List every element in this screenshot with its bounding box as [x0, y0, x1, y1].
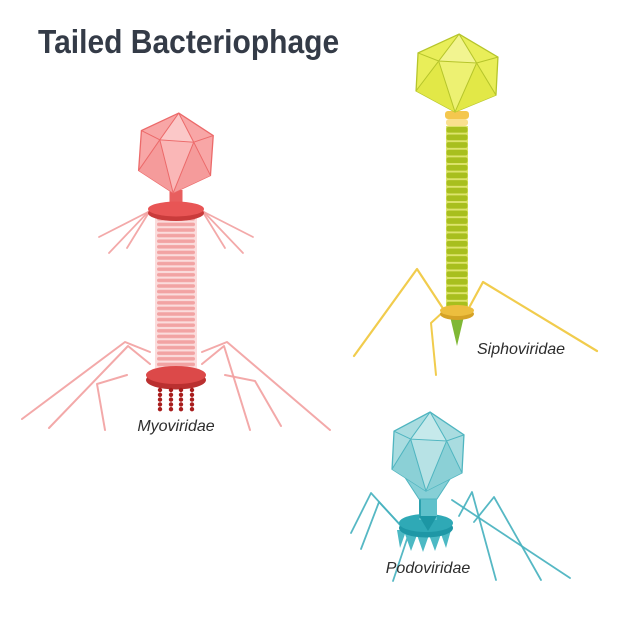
tail-fiber [430, 311, 444, 376]
tail-fiber [21, 341, 151, 420]
collar-band-upper [445, 111, 469, 119]
myoviridae-phage [21, 112, 331, 431]
tail-fiber [98, 210, 151, 238]
tail-fiber [108, 209, 151, 254]
head-facet-lines [391, 411, 465, 492]
tail-fiber [468, 280, 599, 353]
tail-fiber [96, 374, 128, 431]
tail-spikes [157, 387, 195, 416]
tail-fiber [200, 208, 226, 249]
label-podoviridae: Podoviridae [385, 560, 471, 577]
tail-fiber [201, 209, 244, 254]
head-face-top [438, 34, 477, 64]
central-spike [449, 312, 465, 346]
tail-fiber [451, 499, 571, 579]
head-facet-lines [138, 112, 214, 194]
tail-fiber [201, 341, 331, 431]
contractile-sheath [155, 216, 197, 372]
tail-fiber [473, 496, 542, 581]
tail-fiber [350, 492, 403, 534]
siphoviridae-tail-fibers [352, 267, 599, 376]
page-title: Tailed Bacteriophage [38, 24, 340, 61]
head-face-center [410, 439, 447, 491]
tail-fiber [201, 345, 251, 431]
head-face-lower-right [425, 440, 462, 491]
tail-fiber [458, 491, 497, 581]
label-siphoviridae: Siphoviridae [476, 341, 566, 358]
head-face-lower-right [455, 63, 496, 112]
tail-fiber [48, 345, 151, 429]
head-face-lower-left [138, 139, 174, 193]
head-face-lower-right [173, 142, 211, 193]
siphoviridae-phage [352, 33, 599, 376]
baseplate [146, 366, 206, 384]
collar-band-lower [446, 119, 468, 126]
podoviridae-head [391, 411, 465, 492]
myoviridae-tail-fibers [21, 208, 331, 431]
baseplate [440, 305, 474, 316]
label-myoviridae: Myoviridae [137, 418, 215, 435]
tail-fiber [392, 532, 410, 582]
tail-fiber [360, 501, 406, 550]
head-face-top [159, 113, 194, 143]
siphoviridae-head [415, 33, 499, 113]
podoviridae-tail-fibers [350, 491, 571, 582]
tail-fiber [352, 267, 446, 358]
head-facet-lines [415, 33, 499, 113]
head-face-center [438, 61, 477, 112]
segmented-tail [446, 126, 468, 308]
tail-fiber [224, 374, 282, 427]
tail-tip [419, 516, 437, 531]
podoviridae-phage [350, 411, 571, 582]
head-face-lower-left [416, 61, 456, 112]
collar [148, 201, 204, 217]
head-face-lower-left [392, 439, 426, 491]
head-face-center [159, 139, 194, 193]
tail-fiber [126, 208, 152, 249]
myoviridae-head [137, 112, 214, 194]
head-face-top [410, 412, 447, 441]
tail-fiber [201, 210, 254, 238]
